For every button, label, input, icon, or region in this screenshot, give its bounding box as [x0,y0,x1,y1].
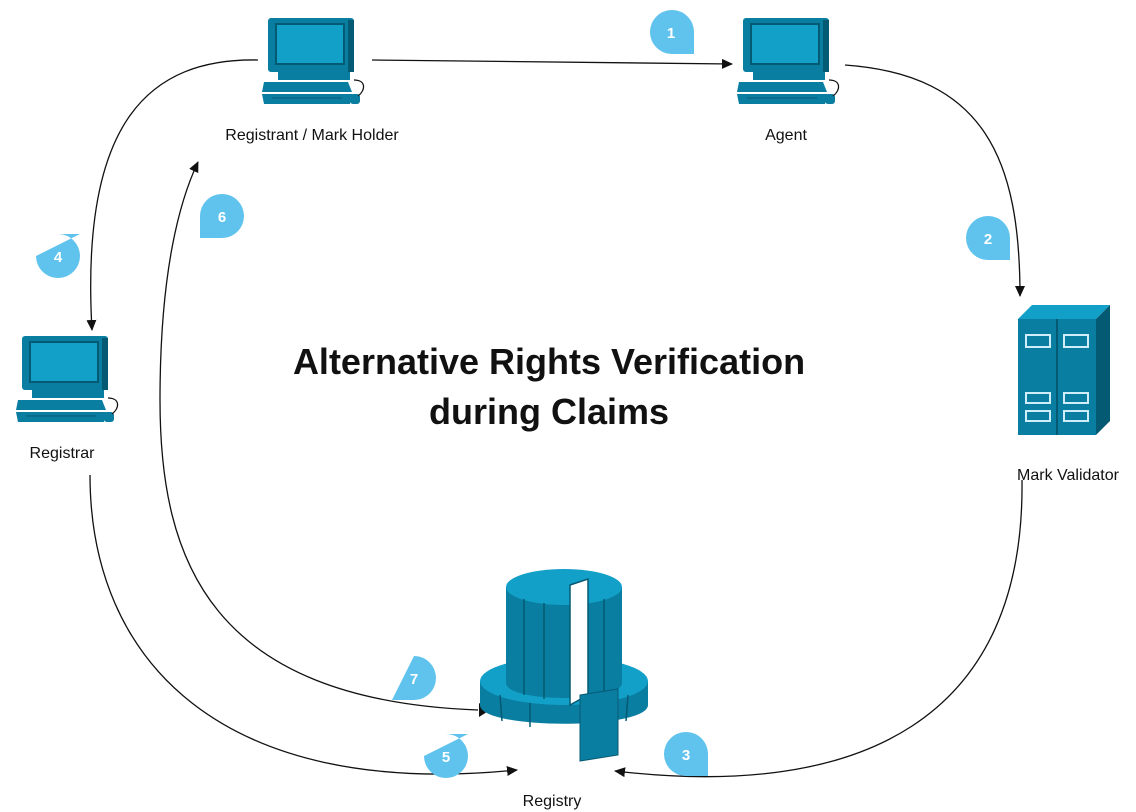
registrant-computer-icon [262,18,365,104]
arrow-step-2 [844,64,1025,297]
diagram-title-line-2: during Claims [429,391,669,432]
step-badge-2-text: 2 [984,231,992,248]
arrow-step-5 [89,474,518,776]
arrow-step-7 [159,161,479,711]
step-badge-6: 6 [200,194,244,238]
step-badge-2: 2 [966,216,1010,260]
arrow-step-3 [614,479,1023,778]
registrant-label: Registrant / Mark Holder [225,127,399,144]
agent-computer-icon [737,18,840,104]
mark-validator-server-icon [1018,305,1110,435]
diagram-title-line-1: Alternative Rights Verification [293,341,805,382]
arrow-step-1 [371,58,733,69]
step-badge-7-text: 7 [410,671,418,688]
step-badge-1: 1 [650,10,694,54]
registrar-computer-icon [16,336,119,422]
mark-validator-label: Mark Validator [1017,467,1120,484]
step-badge-6-text: 6 [218,209,226,226]
step-badge-3: 3 [664,732,708,776]
step-badge-1-text: 1 [667,25,675,42]
agent-label: Agent [765,127,807,144]
step-badge-3-text: 3 [682,747,690,764]
step-badge-7: 7 [392,656,436,700]
step-badge-4: 4 [36,234,80,278]
step-badge-4-text: 4 [54,249,63,266]
registry-label: Registry [523,793,582,810]
flow-arrows [86,58,1025,778]
arrow-step-4 [86,59,259,331]
registrar-label: Registrar [30,445,96,462]
registry-database-icon [480,569,648,762]
step-badge-5-text: 5 [442,749,450,766]
step-badge-5: 5 [424,734,468,778]
